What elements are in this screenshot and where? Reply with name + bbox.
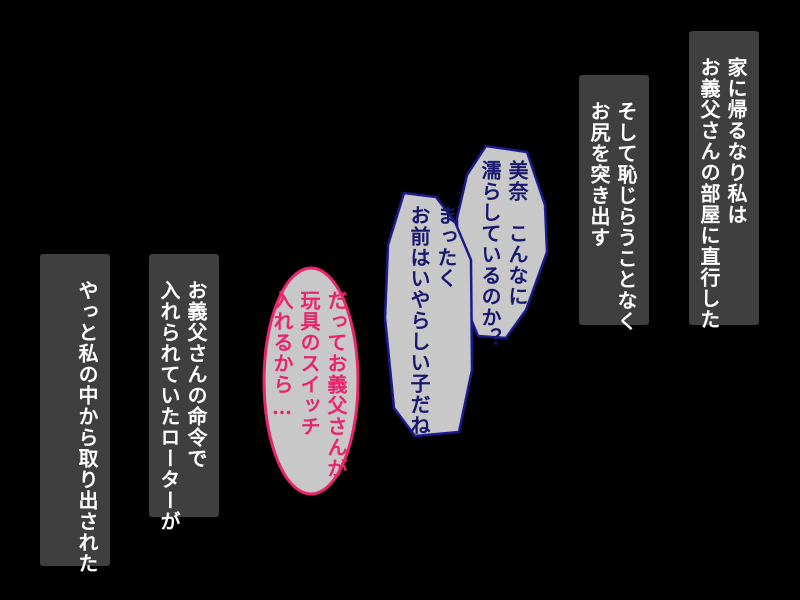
narration-box-1: 家に帰るなり私は お義父さんの部屋に直行した <box>689 31 759 330</box>
speech-c-line-1: だってお義父さんが <box>324 290 348 479</box>
speech-c-line-3: 入れるから… <box>270 290 294 420</box>
narration-2-line-2: お尻を突き出す <box>587 101 611 248</box>
speech-bubble-c-text: だってお義父さんが 玩具のスイッチ 入れるから… <box>268 290 349 479</box>
narration-1-line-2: お義父さんの部屋に直行した <box>697 57 721 330</box>
narration-text-1: 家に帰るなり私は お義父さんの部屋に直行した <box>695 45 749 330</box>
speech-b-line-1: まったく <box>434 205 458 289</box>
narration-box-2: そして恥じらうことなく お尻を突き出す <box>579 75 649 332</box>
narration-2-line-1: そして恥じらうことなく <box>614 101 638 332</box>
speech-bubble-b-text: まったく お前はいやらしい子だね <box>405 205 459 436</box>
narration-text-4: やっと私の中から取り出された <box>73 268 100 574</box>
narration-1-line-1: 家に帰るなり私は <box>724 57 748 225</box>
speech-a-line-2: 濡らしているのか？ <box>478 160 502 349</box>
speech-c-line-2: 玩具のスイッチ <box>297 290 321 437</box>
speech-bubble-b-shape <box>383 191 474 438</box>
narration-3-line-1: お義父さんの命令で <box>184 280 208 469</box>
narration-box-3: お義父さんの命令で 入れられていたローターが <box>149 254 219 532</box>
speech-bubble-c-shape <box>262 266 360 496</box>
speech-bubble-a-shape <box>455 144 549 340</box>
narration-4-line-1: やっと私の中から取り出された <box>75 280 99 574</box>
narration-text-2: そして恥じらうことなく お尻を突き出す <box>585 89 639 332</box>
narration-box-4: やっと私の中から取り出された <box>40 254 110 574</box>
narration-text-3: お義父さんの命令で 入れられていたローターが <box>155 268 209 532</box>
speech-bubble-a-text: 美奈 こんなに 濡らしているのか？ <box>476 160 530 349</box>
speech-b-line-2: お前はいやらしい子だね <box>407 205 431 436</box>
speech-a-line-1: 美奈 こんなに <box>505 160 529 307</box>
narration-3-line-2: 入れられていたローターが <box>157 280 181 532</box>
